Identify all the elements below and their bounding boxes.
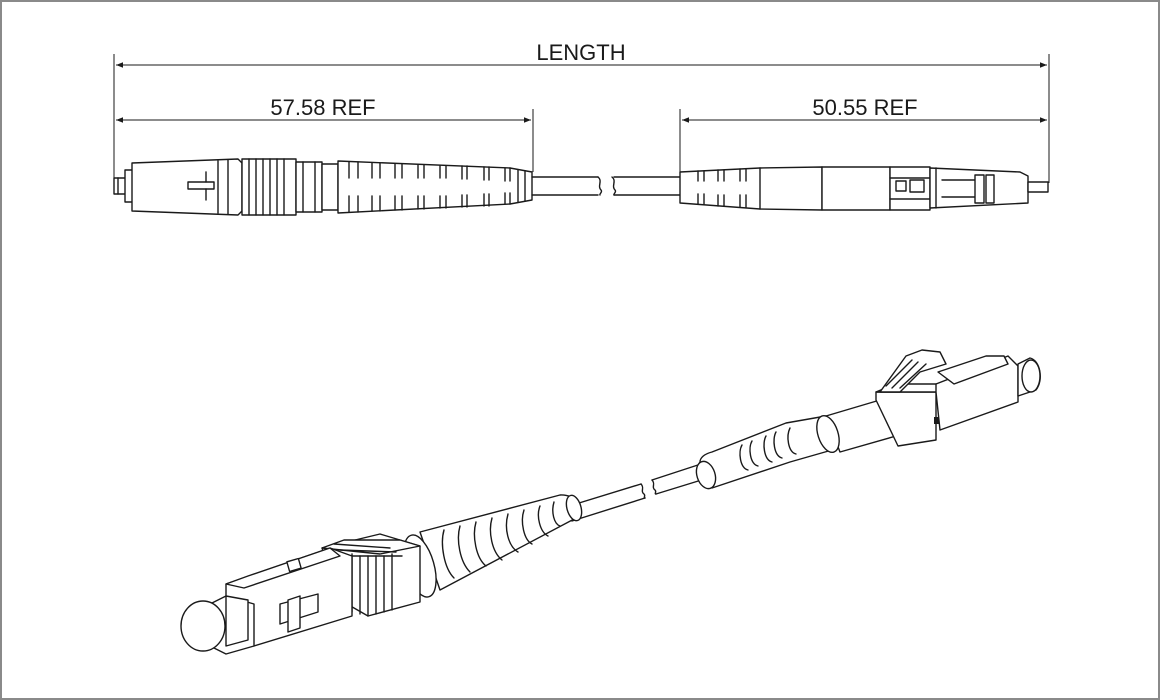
cable-side [531, 176, 681, 196]
lc-connector-side [679, 166, 1049, 211]
left-ref-label: 57.58 REF [270, 95, 375, 120]
sc-connector-iso [180, 494, 583, 655]
lc-connector-iso [695, 349, 1041, 490]
sc-connector-side [113, 158, 533, 216]
dimension-lines [113, 54, 1050, 183]
side-view [113, 158, 1049, 216]
isometric-view [180, 349, 1041, 655]
right-ref-label: 50.55 REF [812, 95, 917, 120]
cable-iso [565, 462, 709, 522]
overall-length-label: LENGTH [536, 40, 625, 65]
